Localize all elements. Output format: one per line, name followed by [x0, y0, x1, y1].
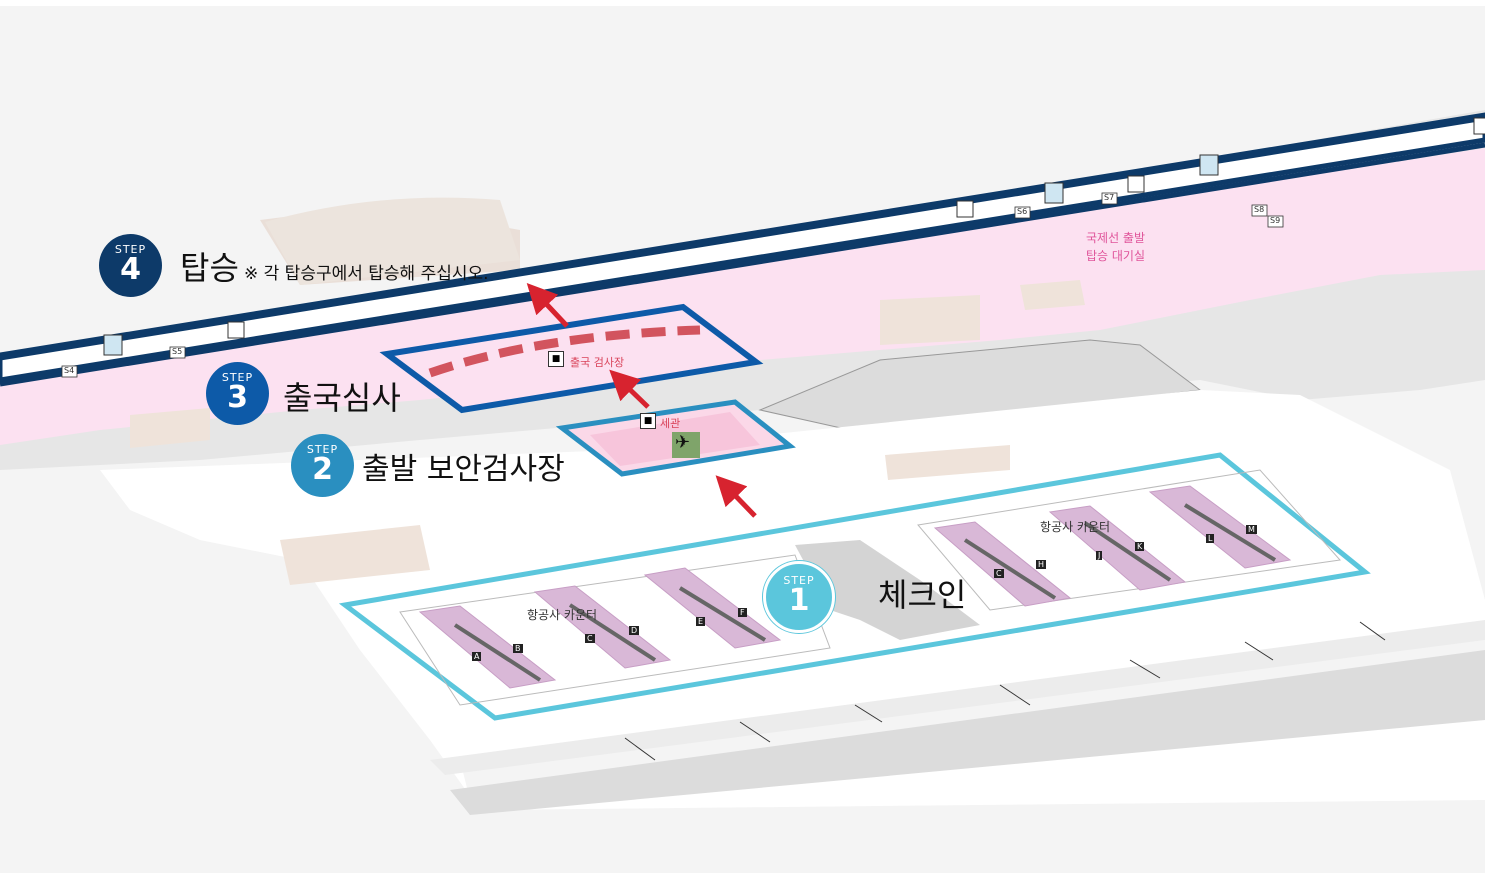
departure-sign	[672, 432, 700, 458]
shop-block	[1020, 280, 1085, 310]
step-number: 4	[120, 252, 141, 287]
airline-counter-label: 항공사 카운터	[1040, 520, 1111, 534]
curbside-edge	[430, 620, 1485, 775]
step1-badge[interactable]: STEP 1	[763, 561, 835, 633]
counter-letter: B	[513, 644, 523, 653]
counter-letter: K	[1135, 542, 1145, 551]
walkway-icons	[103, 117, 1485, 356]
step3-badge[interactable]: STEP 3	[206, 362, 269, 425]
counter-letter: J	[1096, 551, 1103, 560]
departure-lounge-label: 국제선 출발 탑승 대기실	[1086, 229, 1145, 265]
gate-label: S9	[1270, 216, 1281, 225]
step4-title[interactable]: 탑승 ※ 각 탑승구에서 탑승해 주십시오.	[180, 243, 489, 289]
counter-letter: A	[472, 652, 482, 661]
elevator-icon	[1199, 154, 1219, 176]
airside-corridor	[0, 112, 1485, 383]
counter-letter: H	[1036, 560, 1047, 569]
shop-block	[880, 295, 980, 345]
arrow-to-step2	[715, 475, 757, 518]
step4-note: ※ 각 탑승구에서 탑승해 주십시오.	[243, 264, 489, 284]
escalator-icon	[1473, 117, 1485, 135]
step-number: 3	[227, 380, 248, 415]
shop-block	[130, 408, 210, 448]
customs-officer-icon: ■	[640, 413, 656, 429]
counter-letter: D	[629, 626, 640, 635]
counter-letter: M	[1246, 525, 1257, 534]
gate-label: S4	[64, 366, 75, 375]
gate-markers	[61, 192, 1284, 378]
step-label: STEP	[783, 574, 815, 587]
gate-label: S5	[172, 347, 183, 356]
step-label: STEP	[306, 443, 339, 456]
curbside	[450, 650, 1485, 815]
step3-title[interactable]: 출국심사	[283, 379, 401, 417]
escalator-icon	[227, 321, 245, 339]
customs-label: 세관	[660, 417, 681, 430]
departure-zone	[0, 148, 1485, 445]
step1-zone	[338, 452, 1371, 721]
immigration-officer-icon: ■	[548, 351, 564, 367]
immigration-check-label: 출국 검사장	[570, 356, 625, 369]
departure-lounge-line1: 국제선 출발	[1086, 231, 1146, 245]
exit-arrows	[624, 621, 1386, 761]
step4-title-text: 탑승	[180, 249, 239, 287]
counter-belts	[453, 503, 1277, 682]
step1-title[interactable]: 체크인	[878, 576, 967, 614]
counter-letter: C	[585, 634, 595, 643]
step2-badge[interactable]: STEP 2	[291, 434, 354, 497]
counter-letter: F	[738, 608, 747, 617]
step-number: 2	[312, 452, 333, 487]
counter-letter: E	[696, 617, 706, 626]
departure-lounge-line2: 탑승 대기실	[1086, 249, 1146, 263]
escalator-icon	[956, 200, 974, 218]
gate-label: S7	[1104, 193, 1115, 202]
escalator-icon	[1127, 175, 1145, 193]
elevator-icon	[1044, 182, 1064, 204]
counter-letter: L	[1206, 534, 1215, 543]
step-label: STEP	[221, 371, 254, 384]
gate-label: S6	[1017, 207, 1028, 216]
immigration-line	[428, 325, 701, 378]
step2-title[interactable]: 출발 보안검사장	[362, 452, 565, 487]
checkin-inner-right	[917, 469, 1341, 611]
service-building	[795, 540, 980, 640]
shop-block	[280, 525, 430, 585]
airline-counter-label: 항공사 카운터	[527, 608, 598, 622]
gate-label: S8	[1254, 205, 1265, 214]
step-number: 1	[788, 583, 810, 618]
step4-badge[interactable]: STEP 4	[99, 234, 162, 297]
elevator-icon	[103, 334, 123, 356]
upper-apron	[265, 197, 520, 285]
airplane-departure-icon: ✈	[675, 432, 691, 453]
shop-block	[885, 445, 1010, 480]
step-label: STEP	[114, 243, 147, 256]
arrow-to-step4	[526, 283, 569, 328]
counter-letter: C	[994, 569, 1004, 578]
arrow-to-step3	[609, 369, 650, 409]
